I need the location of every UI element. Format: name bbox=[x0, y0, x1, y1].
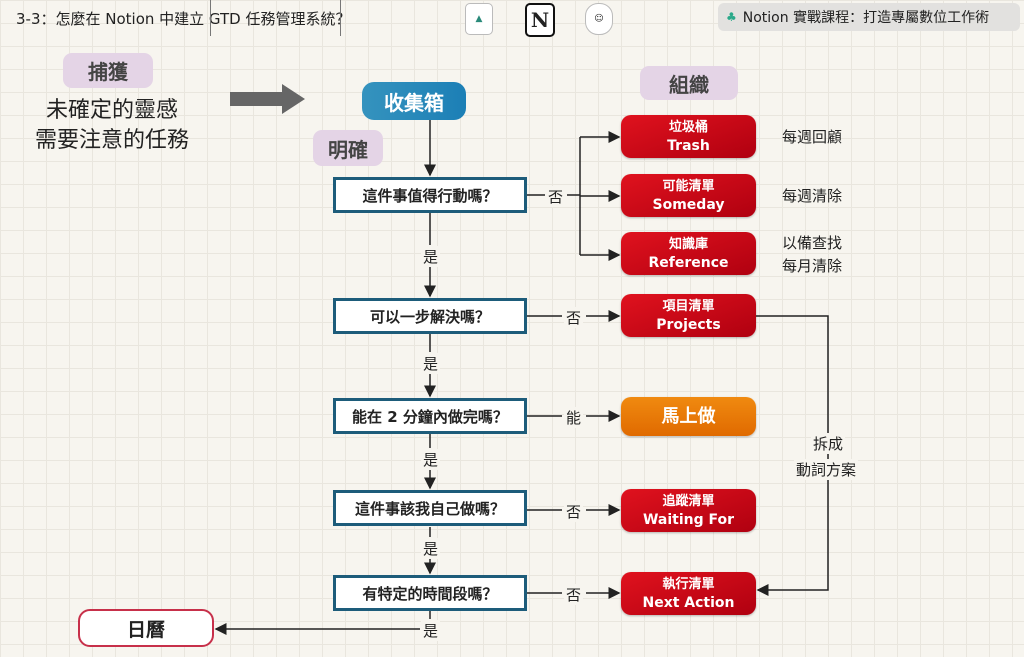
capture-arrow bbox=[230, 84, 305, 114]
question-two-minutes: 能在 2 分鐘內做完嗎？ bbox=[333, 398, 527, 434]
answer-yes: 是 bbox=[421, 620, 441, 641]
divider bbox=[340, 0, 341, 36]
bucket-do-now: 馬上做 bbox=[621, 397, 756, 436]
answer-no: 否 bbox=[546, 186, 566, 207]
question-actionable: 這件事值得行動嗎？ bbox=[333, 177, 527, 213]
course-badge: ♣Notion 實戰課程：打造專屬數位工作術 bbox=[718, 3, 1020, 31]
organize-label: 組織 bbox=[640, 66, 738, 100]
note-someday: 每週清除 bbox=[782, 187, 843, 205]
split-label: 拆成 bbox=[811, 433, 846, 454]
logo-avatar-icon: ☺ bbox=[585, 3, 613, 35]
inbox-node: 收集箱 bbox=[362, 82, 466, 120]
split-label: 動詞方案 bbox=[794, 459, 859, 480]
note-reference: 以備查找 bbox=[782, 234, 843, 252]
answer-yes: 是 bbox=[421, 538, 441, 559]
answer-yes: 是 bbox=[421, 449, 441, 470]
hahow-logo-icon: ♣ bbox=[726, 10, 737, 24]
capture-label: 捕獲 bbox=[63, 53, 153, 88]
answer-no: 否 bbox=[564, 584, 584, 605]
note-reference: 每月清除 bbox=[782, 257, 843, 275]
answer-no: 否 bbox=[564, 501, 584, 522]
capture-line: 需要注意的任務 bbox=[34, 128, 189, 153]
answer-can: 能 bbox=[564, 407, 584, 428]
answer-yes: 是 bbox=[421, 353, 441, 374]
capture-line: 未確定的靈感 bbox=[45, 98, 178, 123]
answer-yes: 是 bbox=[421, 246, 441, 267]
calendar-node: 日曆 bbox=[78, 609, 214, 647]
logo-mountain-icon: ▲ bbox=[465, 3, 493, 35]
notion-logo-icon: N bbox=[525, 3, 555, 37]
question-do-myself: 這件事該我自己做嗎？ bbox=[333, 490, 527, 526]
divider bbox=[210, 0, 211, 36]
clarify-label: 明確 bbox=[313, 130, 383, 166]
question-time-slot: 有特定的時間段嗎？ bbox=[333, 575, 527, 611]
answer-no: 否 bbox=[564, 307, 584, 328]
note-trash: 每週回顧 bbox=[782, 128, 843, 146]
question-single-step: 可以一步解決嗎？ bbox=[333, 298, 527, 334]
slide-title: 3-3：怎麼在 Notion 中建立 GTD 任務管理系統？ bbox=[16, 10, 351, 28]
